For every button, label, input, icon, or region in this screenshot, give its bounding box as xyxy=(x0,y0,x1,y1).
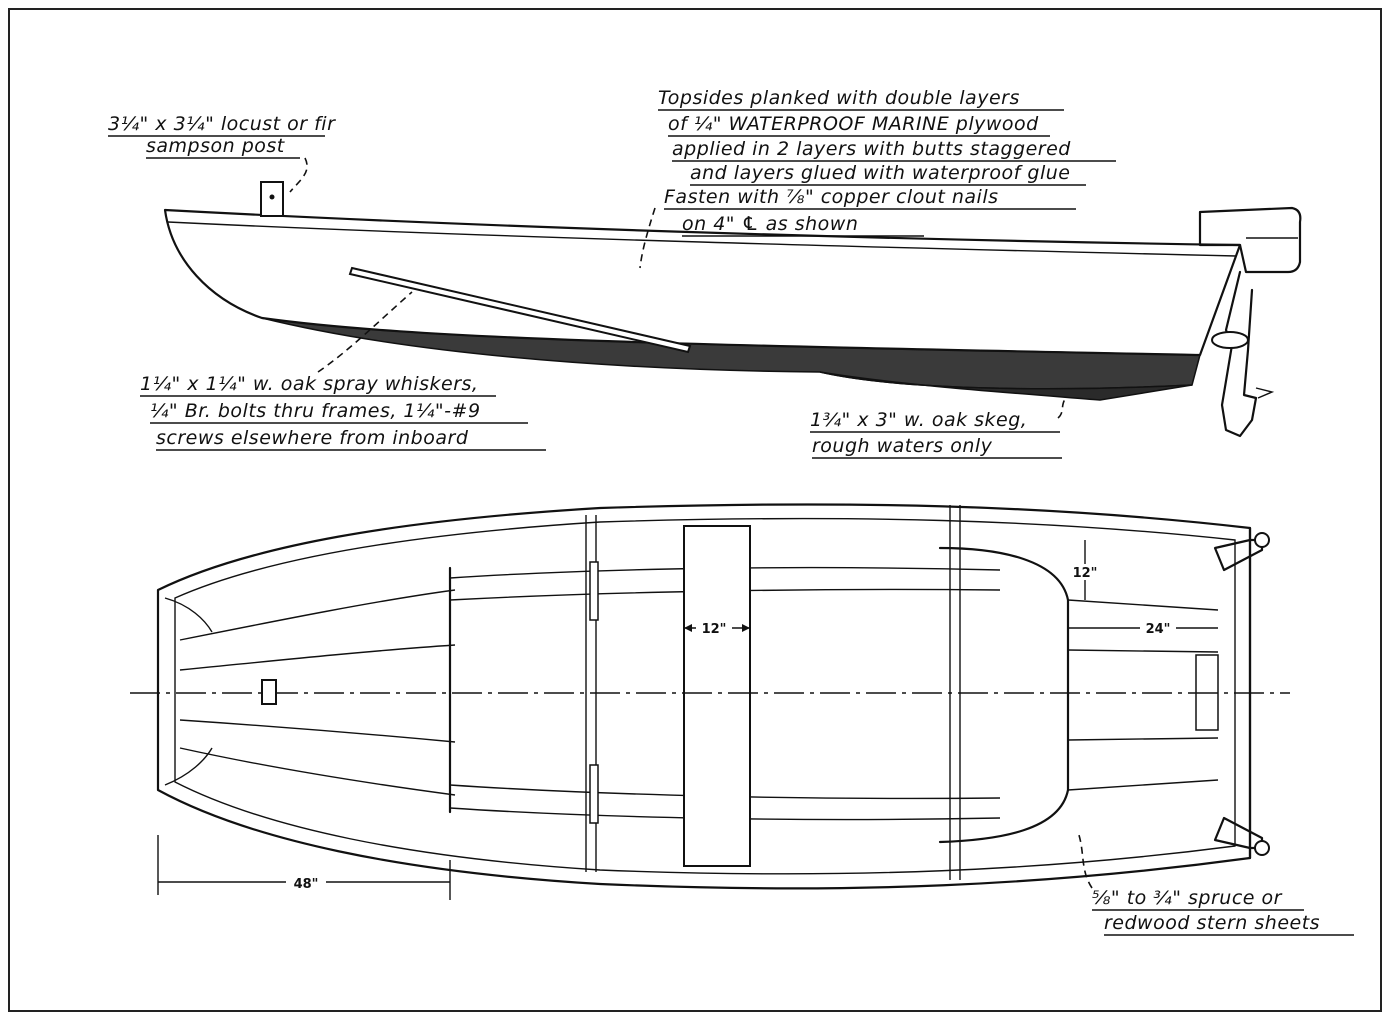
svg-text:¼" Br. bolts thru frames, 1¼"-: ¼" Br. bolts thru frames, 1¼"-#9 xyxy=(150,400,481,422)
dim-label-stern-depth: 12" xyxy=(1073,566,1098,581)
note-stern-sheets: ⅝" to ¾" spruce or redwood stern sheets xyxy=(1092,887,1354,936)
note-sampson-post: 3¼" x 3¼" locust or fir sampson post xyxy=(108,113,336,159)
skeg xyxy=(819,371,1193,401)
spray-whisker xyxy=(348,266,692,354)
leader-topsides xyxy=(639,207,656,269)
dim-label-center-thwart: 12" xyxy=(702,622,727,637)
svg-text:redwood stern sheets: redwood stern sheets xyxy=(1104,912,1320,934)
dim-center-thwart: 12" xyxy=(684,619,750,637)
svg-text:of ¼" WATERPROOF MARINE plywoo: of ¼" WATERPROOF MARINE plywood xyxy=(668,113,1039,135)
dim-stern-seat-depth: 12" xyxy=(1070,540,1100,600)
svg-text:Fasten with ⅞" copper clout na: Fasten with ⅞" copper clout nails xyxy=(664,186,999,208)
hull-profile xyxy=(163,208,1242,357)
svg-text:Topsides planked with double l: Topsides planked with double layers xyxy=(658,87,1020,109)
svg-text:1¼" x 1¼" w. oak spray whisker: 1¼" x 1¼" w. oak spray whiskers, xyxy=(140,373,478,395)
leader-stern-sheets xyxy=(1077,831,1093,889)
leader-skeg xyxy=(1057,397,1067,419)
stern-sheets xyxy=(938,546,1070,844)
dim-stern-seat-width: 24" xyxy=(1068,619,1218,637)
sheer-line xyxy=(167,221,1237,257)
svg-text:and layers glued with waterpro: and layers glued with waterproof glue xyxy=(690,162,1070,184)
dim-bow-length: 48" xyxy=(157,835,451,900)
svg-text:3¼" x 3¼" locust or fir: 3¼" x 3¼" locust or fir xyxy=(108,113,336,135)
center-thwart xyxy=(683,525,751,867)
svg-text:applied in 2 layers with butts: applied in 2 layers with butts staggered xyxy=(672,138,1071,160)
leader-sampson-post xyxy=(289,157,308,193)
leader-whiskers xyxy=(317,291,413,373)
dim-label-stern-width: 24" xyxy=(1146,622,1171,637)
outboard-motor xyxy=(1198,206,1302,438)
dim-label-bow-length: 48" xyxy=(294,877,319,892)
inner-gunwale xyxy=(174,517,1236,875)
svg-text:sampson post: sampson post xyxy=(146,135,286,157)
note-spray-whiskers: 1¼" x 1¼" w. oak spray whiskers, ¼" Br. … xyxy=(140,373,546,451)
note-skeg: 1¾" x 3" w. oak skeg, rough waters only xyxy=(810,409,1062,459)
side-profile-view xyxy=(163,157,1302,438)
svg-text:on 4" ℄ as shown: on 4" ℄ as shown xyxy=(682,213,858,235)
svg-text:screws elsewhere from inboard: screws elsewhere from inboard xyxy=(156,427,469,449)
svg-text:1¾" x 3" w. oak skeg,: 1¾" x 3" w. oak skeg, xyxy=(810,409,1027,431)
svg-text:rough waters only: rough waters only xyxy=(812,435,993,457)
plan-view: 12" 12" 24" 48" xyxy=(130,503,1290,900)
note-topsides: Topsides planked with double layers of ¼… xyxy=(658,87,1116,237)
svg-text:⅝" to ¾" spruce or: ⅝" to ¾" spruce or xyxy=(1092,887,1283,909)
